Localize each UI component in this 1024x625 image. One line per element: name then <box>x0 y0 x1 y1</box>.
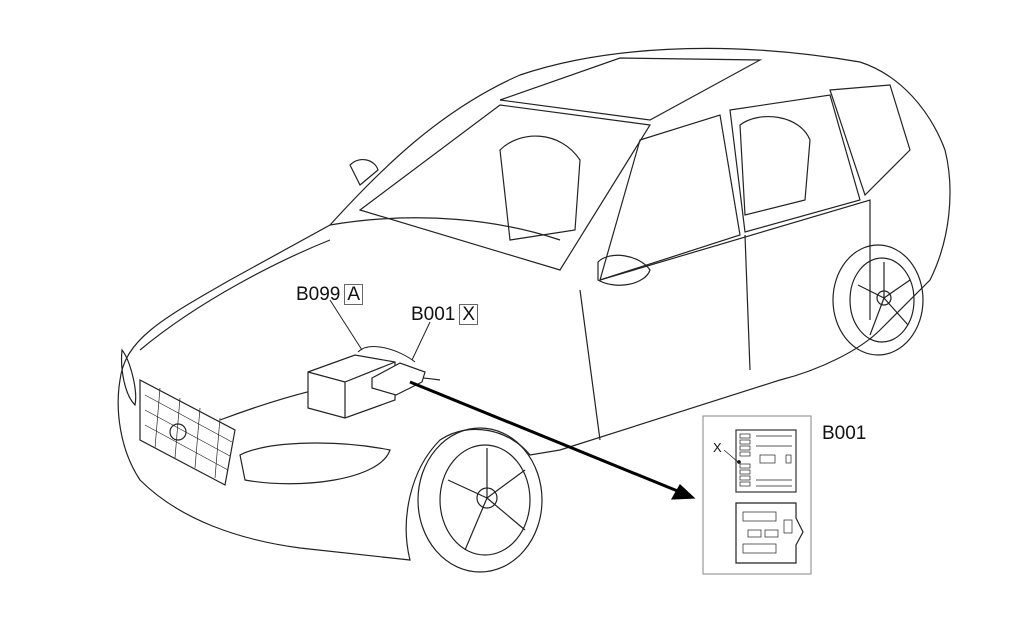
side-mirror <box>597 254 651 286</box>
label-b001-connector: X <box>459 304 479 325</box>
headlight-left <box>120 348 137 407</box>
windshield <box>358 104 651 271</box>
front-side-window <box>599 114 741 281</box>
inset-connector-label: X <box>713 440 722 455</box>
inset-panel <box>702 415 812 575</box>
inset-title: B001 <box>822 423 867 444</box>
grille <box>139 379 236 486</box>
leader-b001 <box>411 321 431 361</box>
leader-b099 <box>329 299 363 351</box>
fuse-box-b001 <box>371 362 426 396</box>
rear-side-window <box>729 94 861 233</box>
car-body-outline <box>117 47 951 561</box>
rear-quarter-window <box>829 84 911 197</box>
label-b099-connector: A <box>344 284 364 305</box>
sunroof <box>499 57 763 121</box>
label-b001-code: B001 <box>411 304 456 325</box>
rear-wheel <box>832 244 924 356</box>
label-b099-code: B099 <box>296 284 341 305</box>
headlight-right <box>239 442 391 485</box>
pointer-arrow <box>409 380 681 494</box>
battery-b099 <box>307 354 396 419</box>
front-wheel <box>417 427 543 573</box>
